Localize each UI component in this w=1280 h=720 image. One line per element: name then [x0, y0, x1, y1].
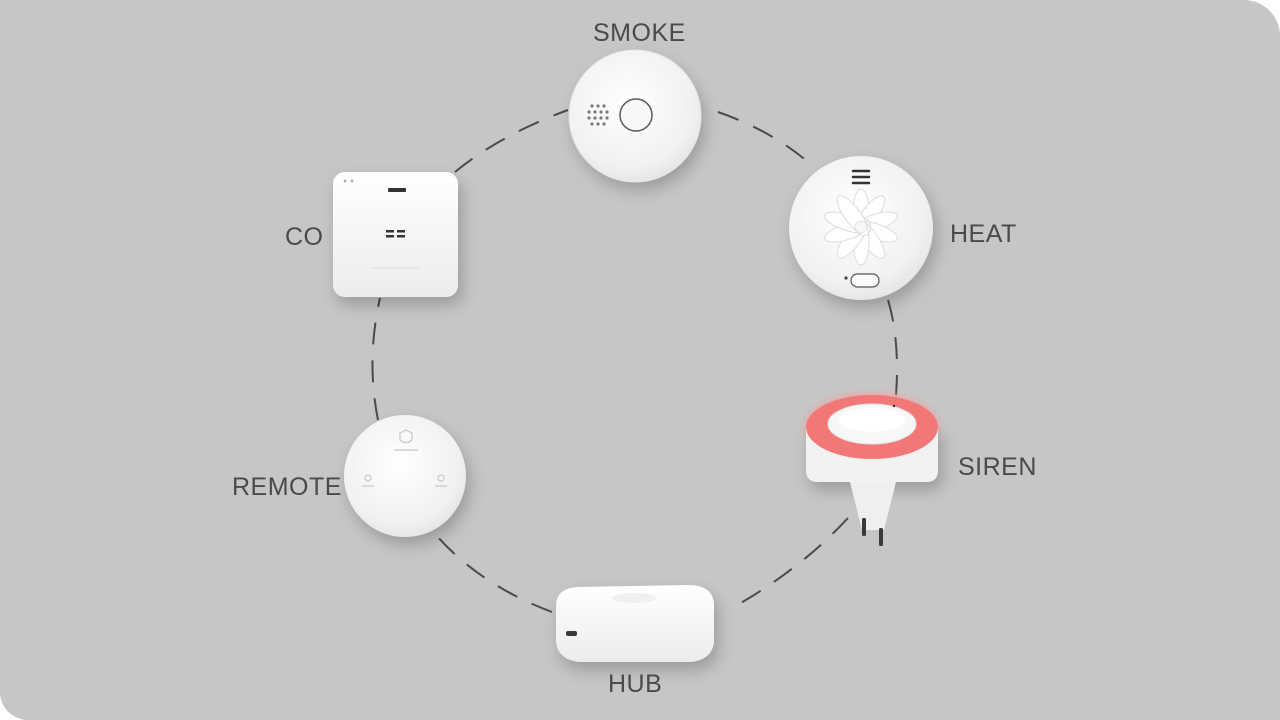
heat-detector-details: [824, 169, 898, 288]
smoke-detector-details: [568, 49, 702, 183]
siren-label: SIREN: [958, 453, 1037, 481]
remote-label: REMOTE: [232, 473, 342, 501]
remote-control: [344, 415, 466, 537]
connector-co-smoke: [454, 109, 569, 173]
remote-button-right: [437, 474, 445, 482]
co-detector: [333, 172, 458, 297]
smoke-detector-button: [619, 98, 653, 132]
hub-device: [556, 585, 714, 662]
smoke-label: SMOKE: [593, 19, 686, 47]
heat-sensor-vents-icon: [824, 188, 898, 266]
usb-port-icon: [566, 631, 577, 636]
heat-menu-icon: [851, 169, 871, 185]
hub-details: [566, 593, 656, 636]
plug-pin-right-icon: [879, 528, 883, 546]
connector-hub-remote: [435, 534, 553, 613]
co-vent-icon: [386, 230, 405, 238]
hub-label: HUB: [608, 670, 663, 698]
siren: [798, 388, 946, 546]
co-label: CO: [285, 223, 324, 251]
connector-smoke-heat: [717, 111, 809, 163]
connector-remote-co: [371, 297, 381, 421]
heat-led-icon: [844, 276, 848, 280]
remote-shield-icon: [399, 429, 413, 444]
speaker-grille-icon: [587, 104, 609, 126]
plug-pin-left-icon: [862, 518, 866, 536]
connector-siren-hub: [731, 517, 849, 609]
co-display: [388, 188, 406, 192]
connector-ring: [371, 109, 898, 613]
connector-heat-siren: [887, 299, 898, 396]
remote-button-left: [364, 474, 372, 482]
remote-details: [362, 429, 447, 487]
heat-test-button: [850, 273, 880, 288]
heat-label: HEAT: [950, 220, 1017, 248]
co-detector-details: [343, 179, 418, 269]
